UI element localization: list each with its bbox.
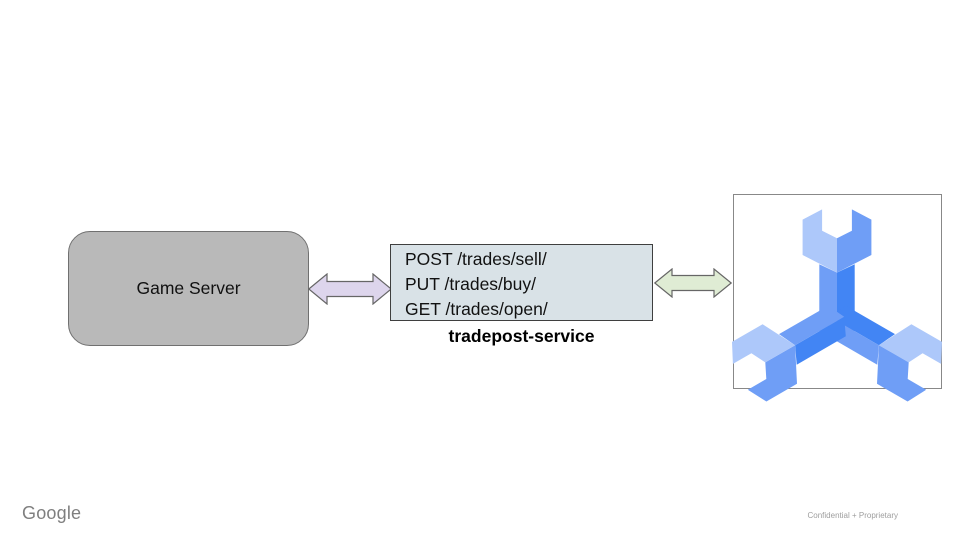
bidirectional-arrow-right xyxy=(654,268,732,298)
game-server-node: Game Server xyxy=(68,231,309,346)
confidential-note: Confidential + Proprietary xyxy=(807,511,899,520)
endpoint-line: PUT /trades/buy/ xyxy=(405,274,536,294)
agones-logo-icon xyxy=(732,209,942,402)
double-arrow-shape xyxy=(654,268,732,298)
game-server-label: Game Server xyxy=(136,278,241,298)
google-logo: Google xyxy=(22,503,82,523)
bidirectional-arrow-left xyxy=(308,273,392,305)
logo-box xyxy=(732,194,942,402)
double-arrow-shape xyxy=(308,273,392,305)
tradepost-service-caption: tradepost-service xyxy=(448,326,595,346)
tradepost-service-node: POST /trades/sell/ PUT /trades/buy/ GET … xyxy=(390,244,653,321)
endpoint-line: GET /trades/open/ xyxy=(405,299,548,319)
endpoint-line: POST /trades/sell/ xyxy=(405,249,547,269)
